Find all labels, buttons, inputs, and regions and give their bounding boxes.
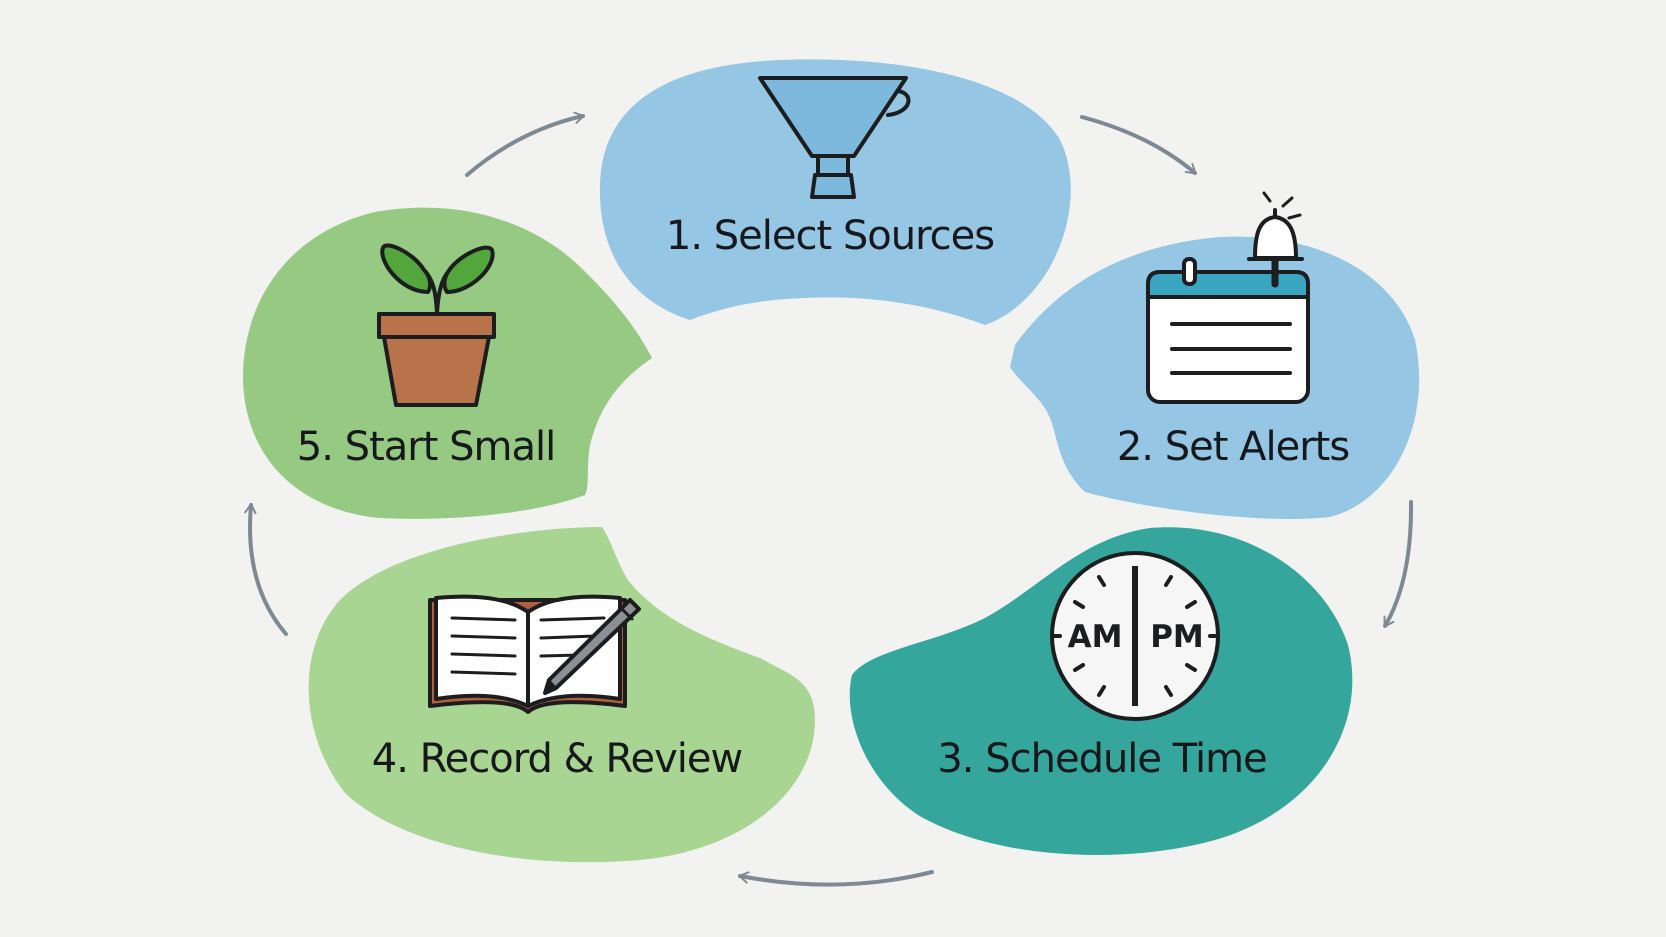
arrow-5-to-1	[465, 111, 585, 177]
step-3-label: 3. Schedule Time	[937, 736, 1266, 782]
clock-am-label: AM	[1068, 619, 1123, 655]
am-pm-clock-icon: AM PM	[1050, 551, 1220, 721]
arrow-2-to-3	[1383, 500, 1414, 628]
step-5-label: 5. Start Small	[297, 424, 555, 470]
arrow-3-to-4	[738, 870, 934, 887]
arrow-4-to-5	[244, 503, 288, 636]
potted-sprout-icon	[377, 243, 496, 407]
funnel-icon	[758, 76, 911, 199]
step-2-label: 2. Set Alerts	[1117, 424, 1349, 470]
open-book-pencil-icon	[428, 594, 641, 714]
step-4-label: 4. Record & Review	[372, 736, 743, 782]
step-1-label: 1. Select Sources	[666, 213, 994, 259]
clock-pm-label: PM	[1150, 619, 1204, 655]
arrow-1-to-2	[1080, 115, 1197, 175]
calendar-bell-icon	[1146, 191, 1310, 404]
